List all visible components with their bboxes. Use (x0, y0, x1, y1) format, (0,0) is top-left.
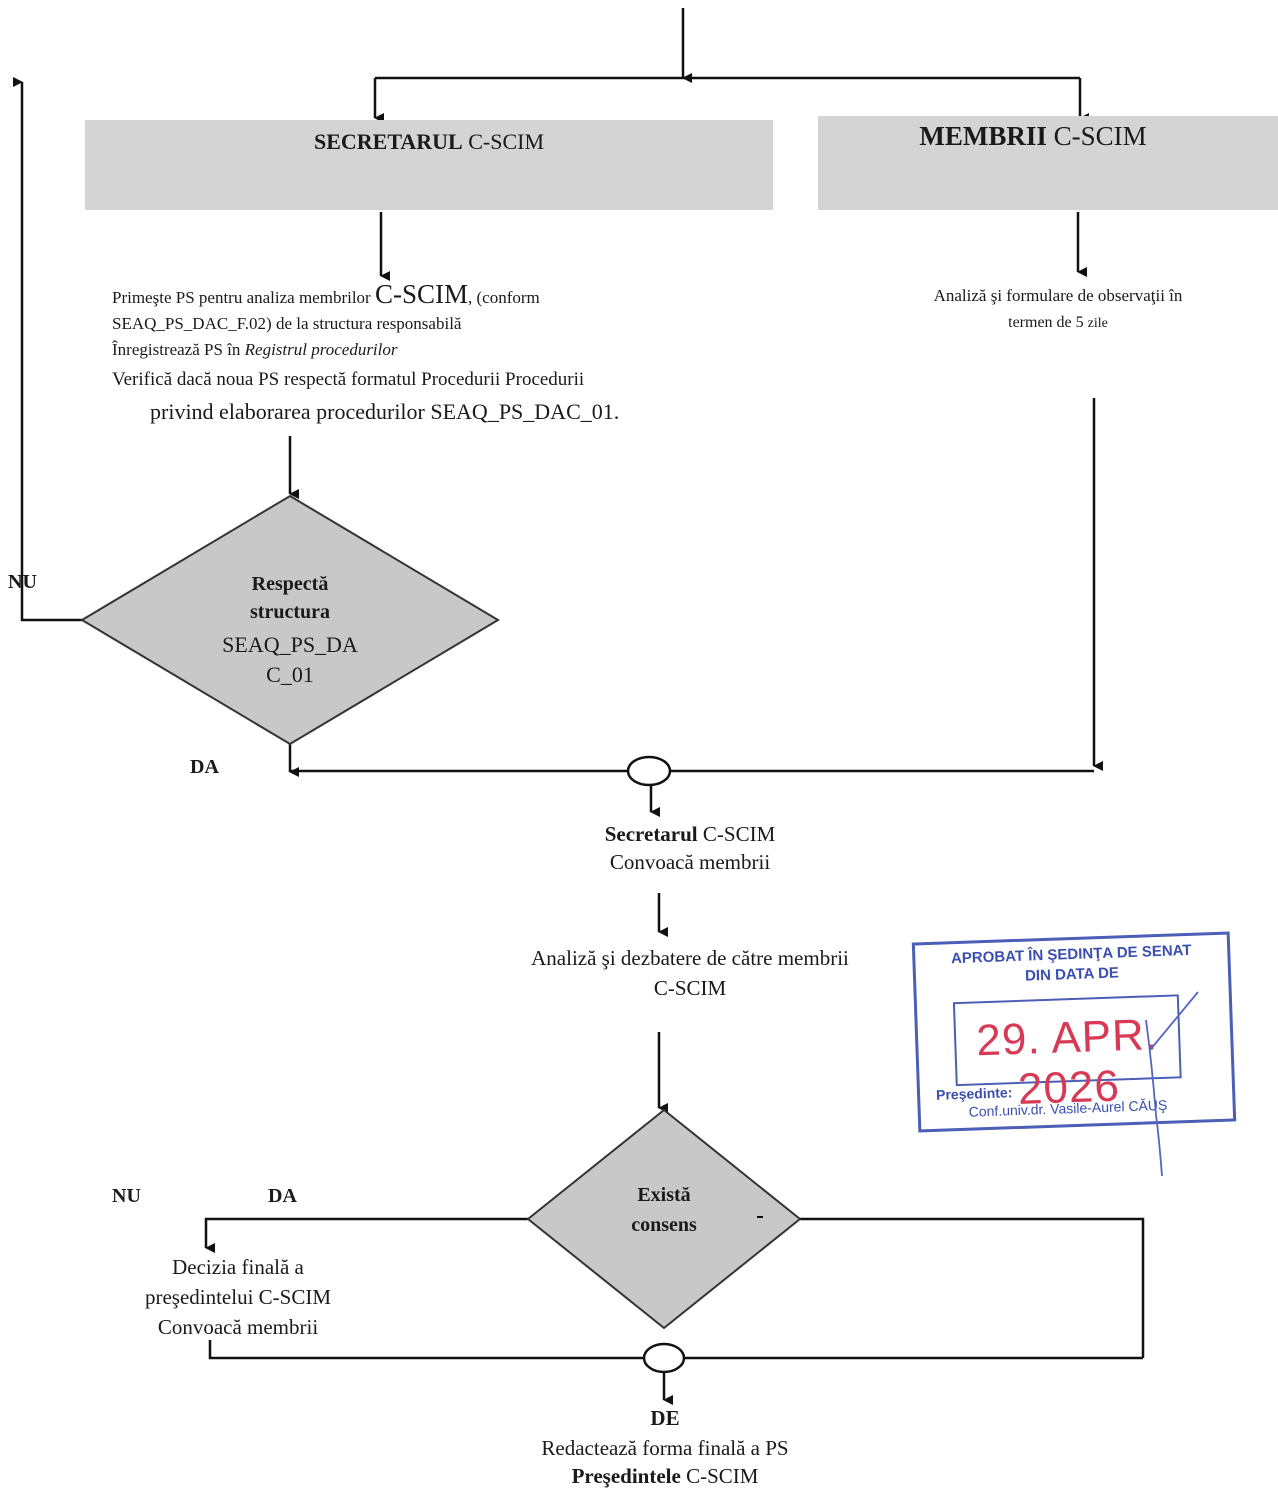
convene-line2: Convoacă membrii (609, 850, 771, 874)
decision2-text: Există consens (574, 1180, 754, 1240)
members-bold-label: MEMBRII (919, 121, 1047, 151)
secretary-step-4: Verifică dacă noua PS respectă formatul … (112, 369, 585, 390)
decision2-line2: consens (631, 1214, 697, 1236)
label-de: DE (650, 1406, 680, 1430)
members-step-2b: zile (1087, 316, 1108, 331)
stamp-line3: Preşedinte: (935, 1084, 1013, 1103)
label-da-1: DA (190, 756, 219, 778)
members-step-2: termen de 5 zile (868, 311, 1248, 336)
step1-text-b: C-SCIM (374, 279, 468, 309)
final-rest: C-SCIM (680, 1464, 759, 1488)
label-nu-1: NU (8, 571, 37, 593)
merge-connector-circle (626, 755, 672, 787)
label-nu-2: NU (112, 1185, 141, 1207)
secretary-box: SECRETARUL C-SCIM (85, 120, 773, 210)
secretary-rest-label: C-SCIM (462, 129, 545, 154)
decision1-code-clipped: C_01 (190, 662, 390, 687)
decision1-line3: SEAQ_PS_DA (222, 632, 358, 657)
branch-right-line (800, 1217, 1145, 1358)
members-step-1: Analiză şi formulare de observaţii în (933, 286, 1183, 305)
step1-text-a: Primeşte PS pentru analiza membrilor (112, 288, 375, 307)
convene-rest: C-SCIM (697, 822, 776, 846)
final-block: Redactează forma finală a PS Preşedintel… (470, 1434, 860, 1490)
step1-text-c: , (conform (468, 288, 540, 307)
decision-diamond-structure (80, 494, 500, 746)
secretary-step-3: Înregistrează PS în Registrul proceduril… (112, 338, 398, 362)
nu-loop-line (13, 77, 82, 622)
decision1-line2: structura (250, 601, 330, 623)
members-step-2a: termen de 5 (1008, 314, 1088, 331)
secretary-box-title: SECRETARUL C-SCIM (85, 129, 773, 155)
decision1-line1: Respectă (251, 573, 329, 595)
members-box-title: MEMBRII C-SCIM (788, 121, 1278, 152)
final-bold: Preşedintele (571, 1464, 681, 1488)
final-decision-line3: Convoacă membrii (157, 1315, 319, 1339)
convene-bold: Secretarul (604, 822, 698, 846)
analysis-line1: Analiză şi dezbatere de către membrii (531, 946, 849, 970)
final-decision-line2: preşedintelui C-SCIM (144, 1285, 332, 1309)
final-decision-block: Decizia finală a preşedintelui C-SCIM Co… (108, 1252, 368, 1342)
secretary-step-5: privind elaborarea procedurilor SEAQ_PS_… (150, 399, 620, 424)
convene-block: Secretarul C-SCIM Convoacă membrii (500, 820, 880, 876)
analysis-block: Analiză şi dezbatere de către membrii C-… (460, 943, 920, 1003)
bottom-merge-line (208, 1340, 1143, 1360)
decision1-code: SEAQ_PS_DA (190, 632, 390, 658)
final-decision-line1: Decizia finală a (172, 1255, 304, 1279)
secretary-step-1: Primeşte PS pentru analiza membrilor C-S… (112, 279, 540, 310)
final-line1: Redactează forma finală a PS (541, 1436, 789, 1460)
step3-text-b: Registrul procedurilor (244, 340, 398, 359)
step3-text-a: Înregistrează PS în (112, 340, 245, 359)
decision1-text: Respectă structura (190, 570, 390, 626)
decision-diamond-consensus (526, 1108, 802, 1330)
merge-connector-circle-2 (642, 1342, 686, 1374)
decision1-line4: C_01 (266, 662, 314, 687)
signature-stroke (1145, 991, 1199, 1177)
branch-left-line (204, 1217, 528, 1253)
members-box: MEMBRII C-SCIM (818, 116, 1278, 210)
secretary-step-2: SEAQ_PS_DAC_F.02) de la structura respon… (112, 314, 462, 333)
analysis-line2: C-SCIM (653, 976, 727, 1000)
label-da-2: DA (268, 1185, 297, 1207)
members-rest-label: C-SCIM (1046, 121, 1147, 151)
secretary-bold-label: SECRETARUL (313, 129, 463, 154)
decision2-line1: Există (637, 1184, 691, 1206)
